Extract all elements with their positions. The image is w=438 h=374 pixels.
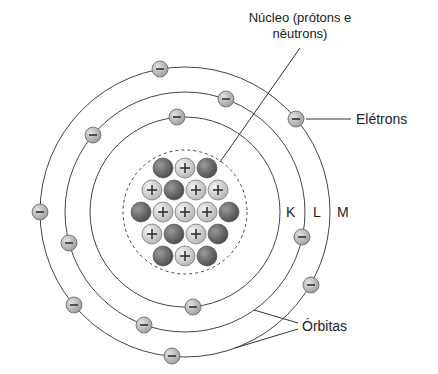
- shell-letter: M: [337, 204, 349, 220]
- nucleus: [131, 158, 239, 266]
- shell-letter: L: [313, 204, 321, 220]
- orbit-label: Órbitas: [302, 318, 347, 334]
- nucleus-boundary: [123, 150, 247, 274]
- electron-leader: [306, 119, 351, 120]
- nucleus-label: Núcleo (prótons e nêutrons): [235, 10, 365, 42]
- orbit-leader: [254, 310, 298, 323]
- orbit-leader: [235, 329, 298, 348]
- shell-letter: K: [286, 204, 295, 220]
- orbit-m: [40, 67, 330, 357]
- electron-label: Elétrons: [356, 111, 407, 127]
- electrons: [32, 61, 319, 364]
- nucleus-leader: [220, 48, 300, 162]
- orbit-l: [65, 92, 305, 332]
- orbit-k: [90, 117, 280, 307]
